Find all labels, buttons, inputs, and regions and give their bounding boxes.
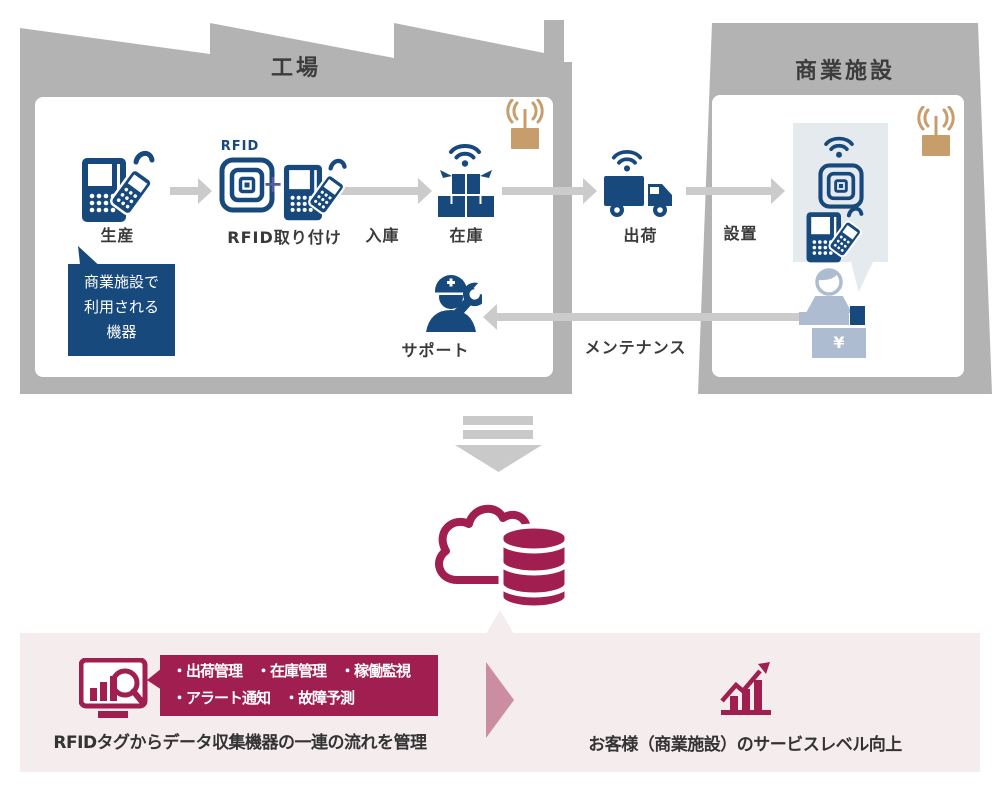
monitor-analytics-icon xyxy=(79,658,148,718)
step-label-install: 設置 xyxy=(723,224,758,243)
register-counter-bar xyxy=(799,312,849,325)
rfid-tag-icon-panel xyxy=(818,163,864,209)
yen-symbol: ¥ xyxy=(833,333,845,352)
cashier-head-icon xyxy=(815,268,843,296)
callout-line2: 利用される xyxy=(83,298,159,316)
step-label-maintenance: メンテナンス xyxy=(584,338,687,357)
bubble-line-2: ・アラート通知 ・故障予測 xyxy=(172,689,355,707)
pos-terminal-handheld-icon-small xyxy=(283,158,347,221)
pos-terminal-handheld-icon-panel xyxy=(806,206,864,263)
step-label-production: 生産 xyxy=(100,226,135,245)
callout-line3: 機器 xyxy=(106,323,137,341)
step-label-rfid-attach: RFID取り付け xyxy=(227,228,342,247)
factory-antenna-icon xyxy=(506,99,544,149)
pos-terminal-handheld-icon xyxy=(82,151,155,222)
factory-title: 工場 xyxy=(270,56,321,81)
cloud-database-icon xyxy=(435,505,570,611)
production-callout: 商業施設で 利用される 機器 xyxy=(68,264,175,356)
down-arrow-stripe-1 xyxy=(463,416,533,425)
stock-boxes-icon xyxy=(438,170,494,217)
step-label-stock: 在庫 xyxy=(449,226,484,245)
rfid-tag-caption: RFID xyxy=(220,139,260,154)
wifi-icon-panel xyxy=(824,136,854,158)
bubble-line-1: ・出荷管理 ・在庫管理 ・稼働監視 xyxy=(172,662,411,680)
right-caption: お客様（商業施設）のサービスレベル向上 xyxy=(588,735,902,755)
facility-title: 商業施設 xyxy=(794,59,895,84)
step-label-support: サポート xyxy=(401,341,470,360)
plus-sign: + xyxy=(263,170,284,198)
down-arrow-head xyxy=(455,445,542,472)
support-worker-icon xyxy=(426,275,482,332)
growth-chart-icon xyxy=(720,662,771,715)
wifi-icon-truck xyxy=(611,150,643,172)
step-label-inbound: 入庫 xyxy=(365,226,400,245)
register-terminal-device xyxy=(850,306,865,325)
down-arrow-stripe-2 xyxy=(463,430,533,439)
facility-antenna-icon xyxy=(917,106,955,156)
cash-register-body: ¥ xyxy=(812,328,866,358)
management-bubble: ・出荷管理 ・在庫管理 ・稼働監視 ・アラート通知 ・故障予測 xyxy=(160,655,438,716)
left-caption: RFIDタグからデータ収集機器の一連の流れを管理 xyxy=(53,733,427,753)
callout-line1: 商業施設で xyxy=(83,273,159,291)
rfid-tag-icon xyxy=(219,157,275,213)
cashier-shoulders xyxy=(806,296,852,313)
truck-icon xyxy=(604,176,672,217)
wifi-icon xyxy=(449,144,481,167)
step-label-ship: 出荷 xyxy=(623,226,658,245)
